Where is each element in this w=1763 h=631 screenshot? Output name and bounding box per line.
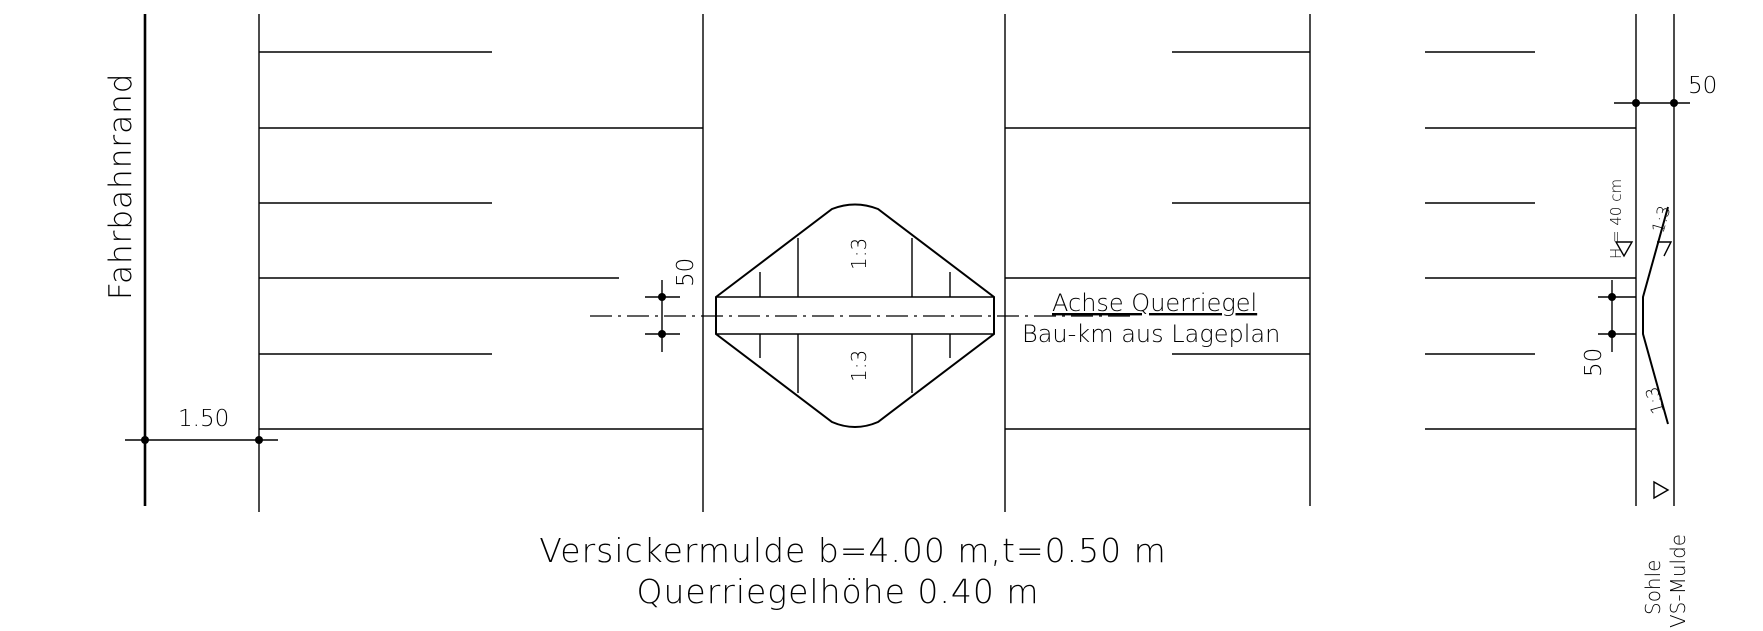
slope-right-bottom-label: 1:3 bbox=[1642, 384, 1669, 416]
dimension-50-center-label: 50 bbox=[673, 258, 699, 287]
sohle-label-line2: VS-Mulde bbox=[1666, 534, 1690, 628]
fahrbahnrand-label: Fahrbahnrand bbox=[103, 73, 139, 300]
slope-top-label: 1:3 bbox=[847, 238, 871, 270]
dimension-50-right-lower-label: 50 bbox=[1581, 348, 1607, 377]
querriegel-plan bbox=[715, 203, 995, 428]
height-note-label: H = 40 cm bbox=[1607, 179, 1625, 259]
axis-label-line2: Bau-km aus Lageplan bbox=[1022, 320, 1280, 348]
dimension-150 bbox=[125, 436, 278, 444]
far-right-hatching bbox=[1425, 51, 1636, 430]
caption-line2: Querriegelhöhe 0.40 m bbox=[637, 572, 1040, 611]
right-slope-hatching bbox=[1005, 51, 1310, 430]
dimension-50-center bbox=[645, 280, 680, 352]
left-slope-hatching bbox=[259, 51, 703, 430]
slope-bottom-label: 1:3 bbox=[847, 350, 871, 382]
dimension-150-label: 1.50 bbox=[178, 406, 229, 432]
dimension-50-right-top-label: 50 bbox=[1688, 73, 1717, 99]
sohle-label-line1: Sohle bbox=[1641, 560, 1665, 615]
vs-mulde-profile bbox=[1598, 99, 1690, 500]
slope-right-top-label: 1:3 bbox=[1649, 204, 1676, 236]
axis-label-line1: Achse Querriegel bbox=[1052, 289, 1257, 317]
caption-line1: Versickermulde b=4.00 m,t=0.50 m bbox=[539, 531, 1166, 570]
